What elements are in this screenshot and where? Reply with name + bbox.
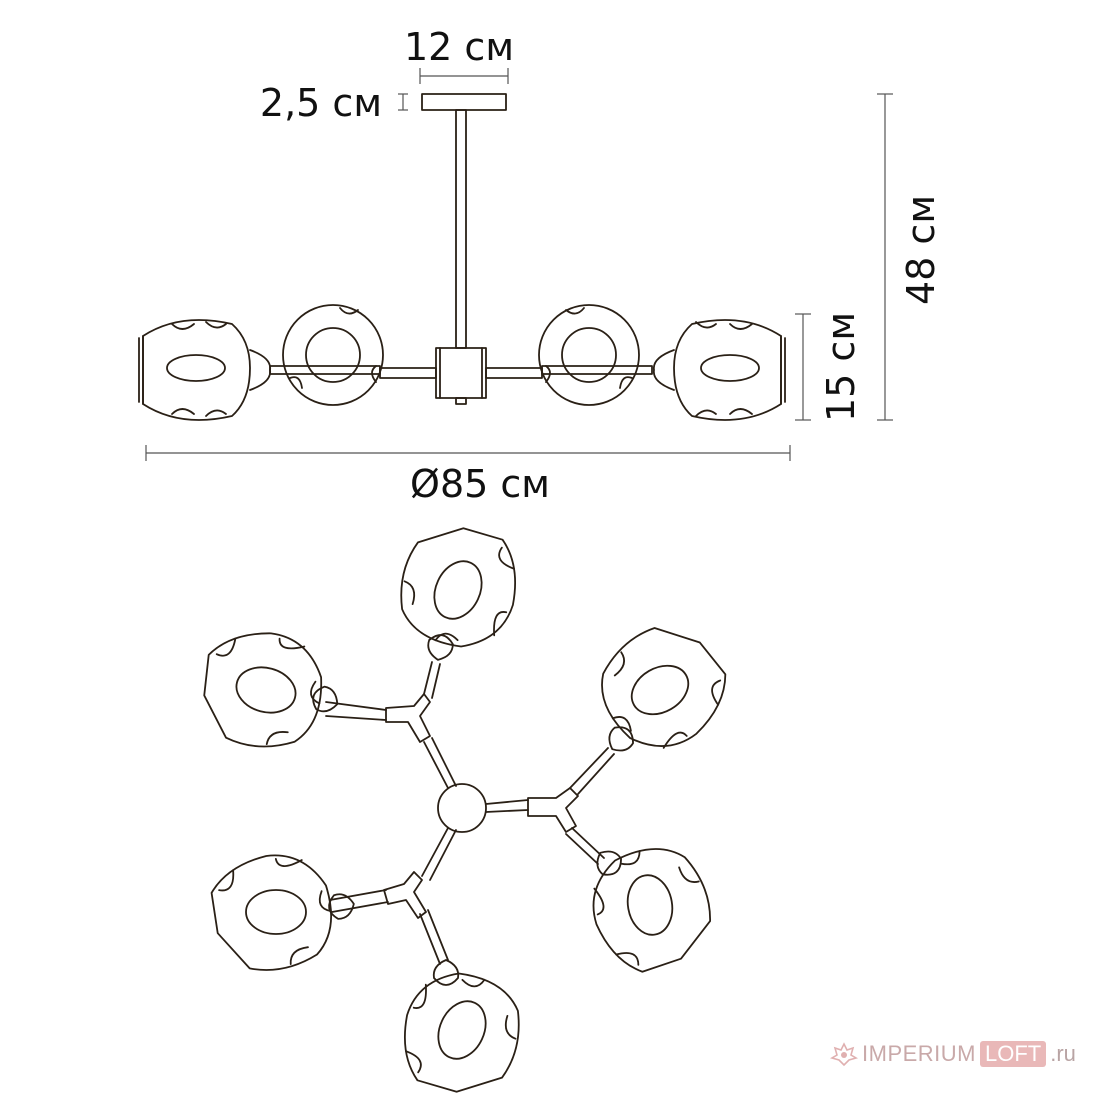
top-shade-5 xyxy=(197,838,349,988)
top-shade-1 xyxy=(395,522,521,652)
top-arm-right xyxy=(485,747,615,865)
shade-inner-left xyxy=(282,304,384,406)
dimension-lines xyxy=(145,68,893,461)
top-center-ball xyxy=(437,783,487,833)
ceiling-plate xyxy=(421,93,507,111)
label-total-height: 48 см xyxy=(899,195,943,305)
arm-left xyxy=(379,367,437,379)
label-diameter: Ø85 см xyxy=(410,462,550,506)
top-arm-upper-left xyxy=(325,661,457,789)
shade-inner-right xyxy=(538,304,640,406)
top-shade-3 xyxy=(579,605,745,771)
arm-right xyxy=(485,367,543,379)
label-plate-height: 2,5 см xyxy=(260,81,382,125)
label-top-width: 12 см xyxy=(404,25,514,69)
top-shade-6 xyxy=(399,968,525,1098)
crown-lotus-icon xyxy=(830,1042,858,1067)
top-arm-lower-left xyxy=(329,827,457,965)
shade-outer-left xyxy=(138,319,272,421)
shade-outer-right xyxy=(652,319,786,421)
top-shade-2 xyxy=(198,627,328,753)
top-view xyxy=(197,522,745,1098)
side-view: 12 см 2,5 см 48 см 15 см Ø85 см xyxy=(138,25,943,506)
watermark-part3: .ru xyxy=(1050,1041,1076,1066)
watermark-part2: LOFT xyxy=(980,1041,1047,1067)
label-shade-height: 15 см xyxy=(819,312,863,422)
center-hub xyxy=(435,347,487,399)
watermark-part1: IMPERIUM xyxy=(862,1041,976,1066)
rod xyxy=(455,109,467,349)
